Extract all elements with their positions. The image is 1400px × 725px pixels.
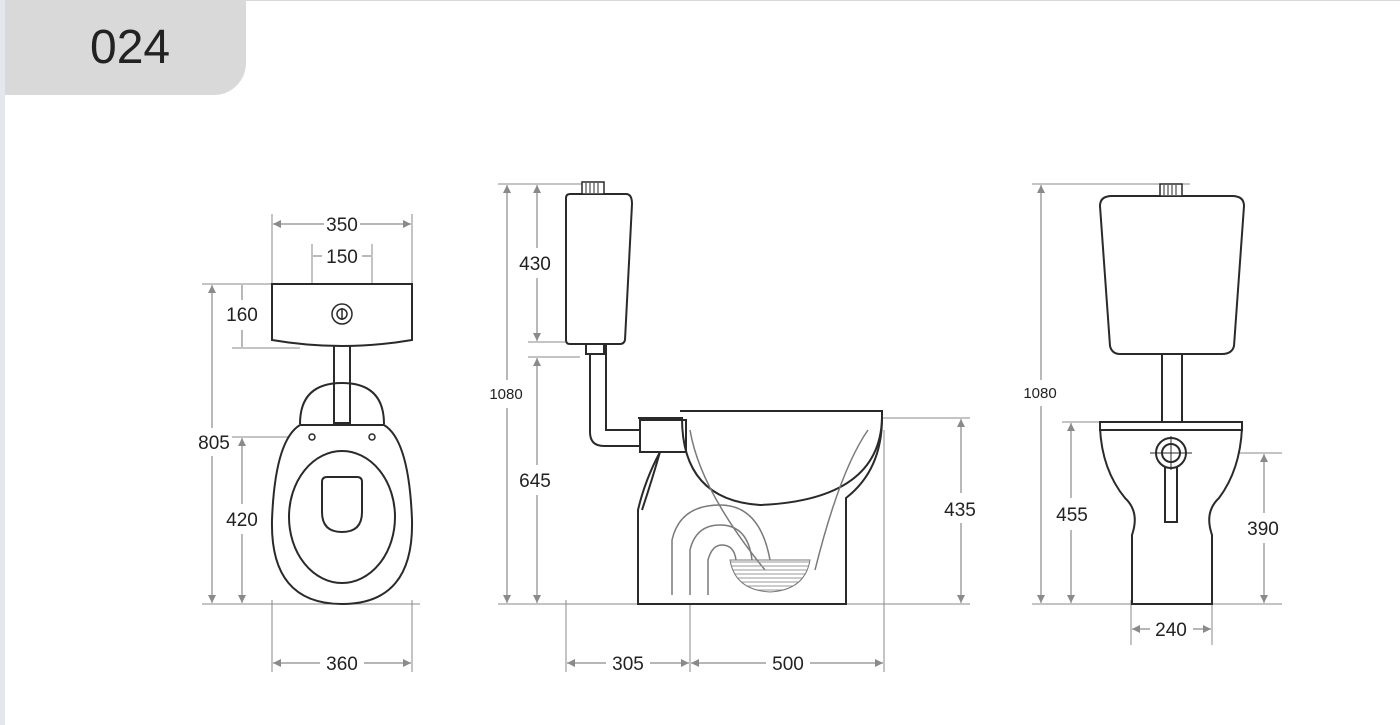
side-toilet-body [565,193,883,605]
back-base-width-label: 240 [1155,620,1187,641]
front-extension-lines [202,214,420,672]
side-wall-to-outlet-label: 305 [612,654,644,675]
page-left-edge [0,0,5,725]
front-hinge-dots [308,433,376,441]
front-total-height-label: 805 [198,433,230,454]
front-seat-top [299,381,385,425]
front-outlet-icon [331,303,353,325]
back-cistern [1098,195,1246,355]
model-number: 024 [90,21,171,74]
back-seat-rim [1099,421,1243,431]
side-view: 1080 430 645 435 305 500 [489,181,976,675]
side-total-height-label: 1080 [489,386,522,403]
back-outlet-height-label: 390 [1247,519,1279,540]
front-view: 350 150 160 805 420 360 [198,214,420,675]
front-width-bottom-label: 360 [326,654,358,675]
back-flush-button [1159,183,1183,197]
side-flush-pipe [589,343,641,447]
side-bowl-depth-label: 500 [772,654,804,675]
back-view: 1080 455 390 240 [1023,183,1282,645]
side-bowl-height-label: 435 [944,500,976,521]
back-flush-button-ridges [1163,185,1177,195]
side-pipe-height-label: 645 [519,471,551,492]
side-inlet-block [639,419,687,453]
side-trapway [671,429,869,595]
back-toilet-body [1098,195,1246,605]
side-water-seal [729,559,811,593]
back-bowl-height-label: 455 [1056,505,1088,526]
side-flush-button [581,181,605,195]
front-water-hole [321,476,363,534]
back-outlet-crosshair [1150,436,1192,470]
back-total-height-label: 1080 [1023,385,1056,402]
side-bowl-inner [681,417,883,507]
back-flush-pipe [1161,351,1183,425]
side-cistern [565,193,634,345]
front-toilet-body [270,283,414,606]
model-badge: 024 [5,0,246,95]
front-width-top-label: 350 [326,215,358,236]
page-top-border [246,0,1400,1]
side-front-curve [641,451,661,511]
side-cistern-height-label: 430 [519,254,551,275]
front-seat-height-label: 420 [226,510,258,531]
side-flush-button-ridges [585,183,599,193]
front-outlet-spacing-label: 150 [326,247,358,268]
front-cistern-height-label: 160 [226,305,258,326]
